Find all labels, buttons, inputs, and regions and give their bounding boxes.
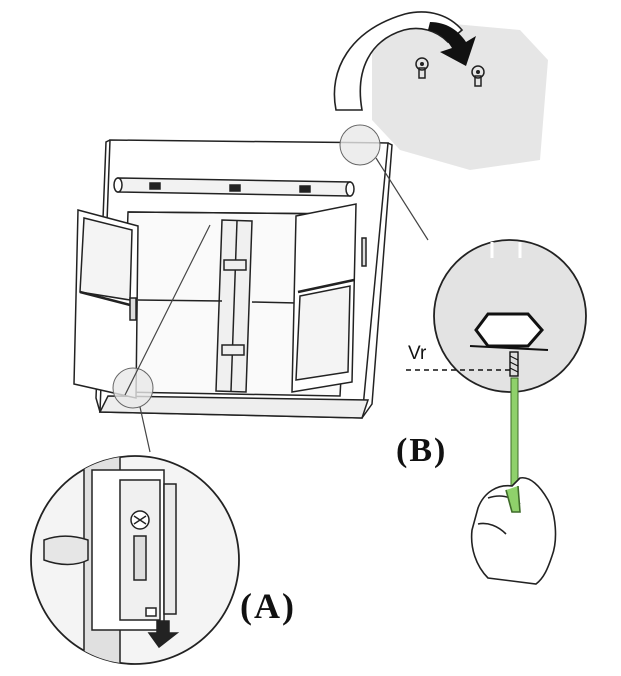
callout-label-b: (B) — [396, 432, 448, 469]
callout-label-a: (A) — [240, 586, 296, 626]
adjust-arrow-icon — [147, 620, 180, 649]
vr-label: Vr — [408, 343, 427, 364]
light-bar — [113, 177, 355, 197]
wall-mount-detail — [333, 11, 548, 170]
screwdriver — [510, 377, 519, 497]
keyhole-slot-icon — [415, 57, 429, 79]
zoom-detail-b — [406, 239, 587, 393]
left-door — [73, 209, 139, 399]
zoom-detail-a — [30, 455, 240, 665]
curved-arrow-icon — [428, 22, 476, 66]
callout-circle-a-source — [112, 367, 154, 409]
rotation-arrow-band — [333, 11, 464, 111]
hand-icon — [470, 476, 557, 585]
keyhole-slot-icon — [471, 65, 485, 87]
bracket-icon — [474, 312, 544, 348]
callout-circle-b-source — [339, 124, 381, 166]
right-door — [291, 203, 367, 393]
brand-logo-icon — [130, 510, 150, 530]
wall-plate — [372, 22, 548, 170]
